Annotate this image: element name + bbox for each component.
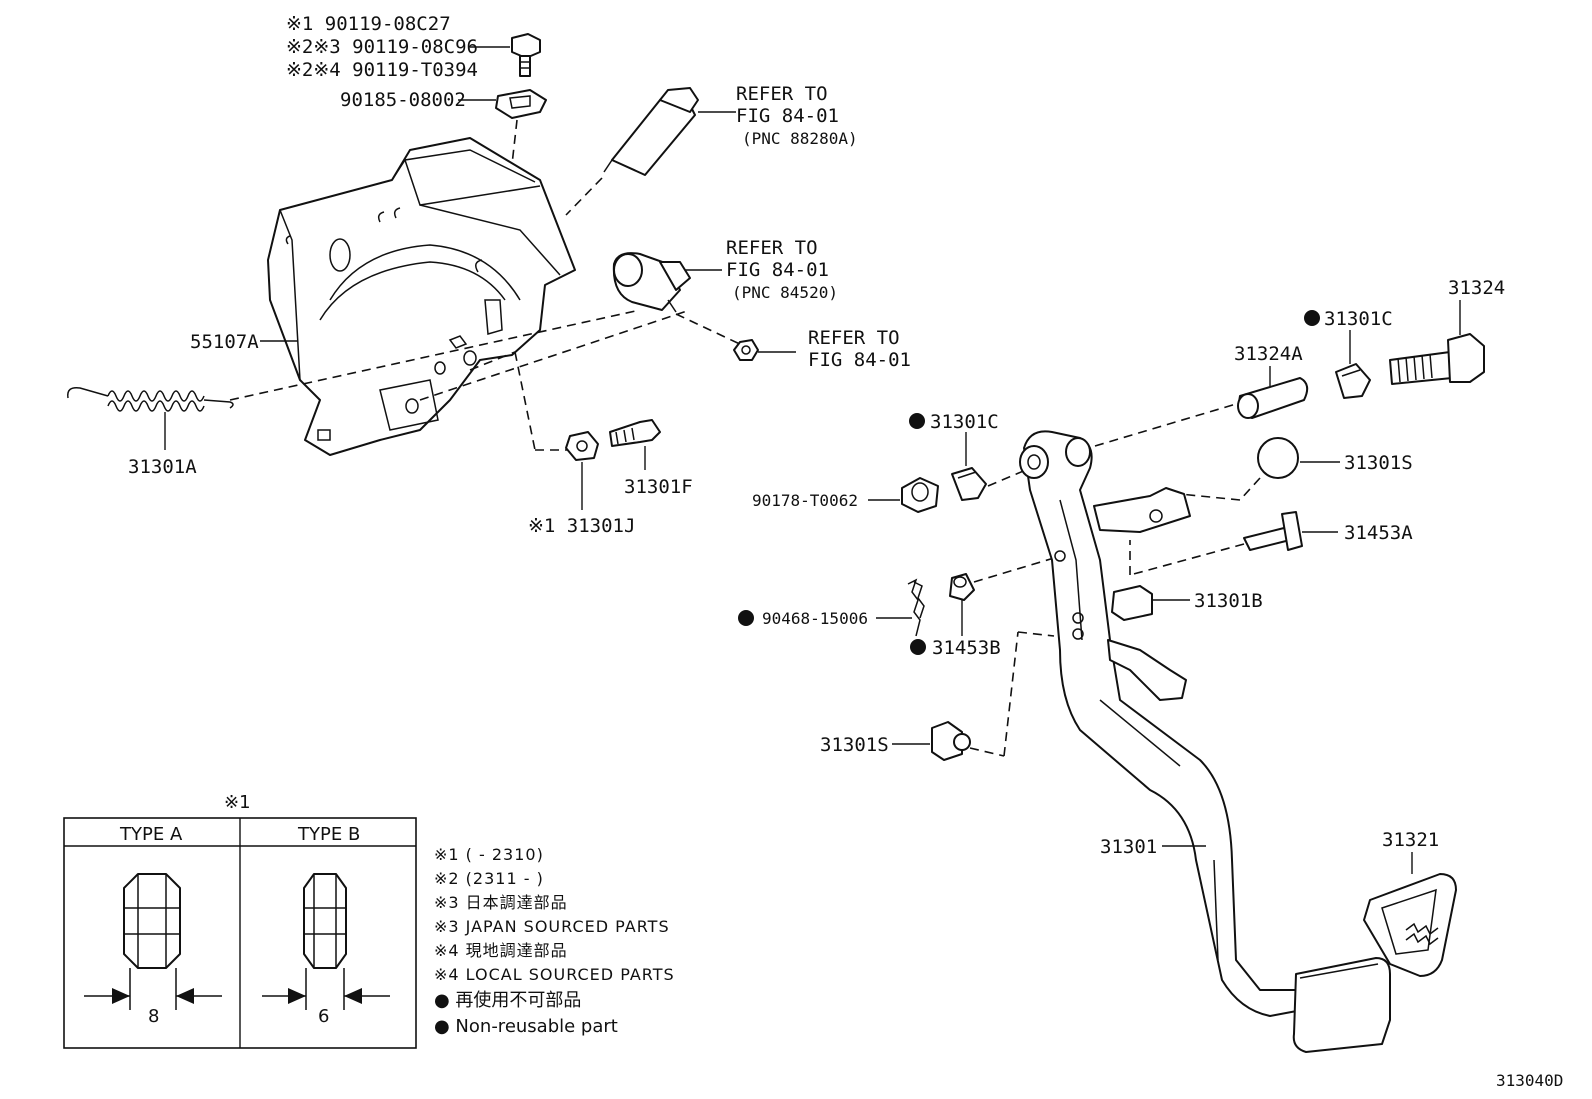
pin-31453a	[1243, 511, 1303, 551]
label-fig-3: FIG 84-01	[808, 349, 911, 371]
non-reusable-dot	[910, 639, 926, 655]
label-90119-08c27: ※1 90119-08C27	[286, 13, 451, 35]
label-31301f: 31301F	[624, 476, 693, 498]
label-31301c-mid: 31301C	[930, 411, 999, 433]
label-31301j: ※1 31301J	[528, 515, 635, 537]
type-a-header: TYPE A	[119, 824, 183, 845]
cushion-31301b	[1111, 585, 1153, 621]
nut-31301j	[565, 431, 599, 461]
label-55107a: 55107A	[190, 331, 259, 353]
cushion-31301s-top	[1257, 437, 1299, 479]
type-b-header: TYPE B	[297, 824, 360, 845]
pedal-switch	[612, 252, 691, 313]
nut-type-b-icon	[262, 873, 390, 1010]
non-reusable-dot	[1304, 310, 1320, 326]
note-2: ※2 (2311 - )	[434, 869, 544, 888]
return-spring-31301a	[67, 386, 234, 412]
note-4: ※3 JAPAN SOURCED PARTS	[434, 917, 670, 936]
note-7: ● 再使用不可部品	[434, 990, 581, 1011]
label-fig-2: FIG 84-01	[726, 259, 829, 281]
note-5: ※4 現地調達部品	[434, 941, 568, 960]
note-6: ※4 LOCAL SOURCED PARTS	[434, 965, 675, 984]
label-refer-1: REFER TO	[736, 83, 828, 105]
label-refer-2: REFER TO	[726, 237, 818, 259]
stop-lamp-switch	[603, 87, 699, 176]
note-3: ※3 日本調達部品	[434, 893, 568, 912]
pedal-bracket-55107a	[267, 137, 576, 456]
label-31301s-top: 31301S	[1344, 452, 1413, 474]
clip-90468	[907, 578, 925, 637]
label-31301a: 31301A	[128, 456, 197, 478]
clip-nut-90185	[495, 89, 547, 119]
note-1: ※1 ( - 2310)	[434, 845, 544, 864]
label-90468: 90468-15006	[762, 609, 868, 628]
label-fig-1: FIG 84-01	[736, 105, 839, 127]
bushing-31453b	[949, 573, 975, 601]
collar-31324a	[1237, 377, 1309, 419]
label-31324a: 31324A	[1234, 343, 1303, 365]
label-90119-t0394: ※2※4 90119-T0394	[286, 59, 478, 81]
label-refer-3: REFER TO	[808, 327, 900, 349]
nut-type-a-icon	[84, 873, 222, 1010]
bolt-90119	[511, 33, 541, 77]
label-31324: 31324	[1448, 277, 1505, 299]
label-31453b: 31453B	[932, 637, 1001, 659]
label-31301c-top: 31301C	[1324, 308, 1393, 330]
label-31301s-bot: 31301S	[820, 734, 889, 756]
label-31321: 31321	[1382, 829, 1439, 851]
label-31453a: 31453A	[1344, 522, 1413, 544]
non-reusable-dot	[738, 610, 754, 626]
dim-type-b: 6	[318, 1006, 329, 1027]
bushing-31301c-mid	[951, 467, 987, 501]
brake-pedal-arm-31301	[1019, 430, 1391, 1053]
notes-legend: ※1 ( - 2310) ※2 (2311 - ) ※3 日本調達部品 ※3 J…	[434, 845, 675, 1037]
label-31301: 31301	[1100, 836, 1157, 858]
bolt-31301f	[609, 419, 661, 447]
label-90119-08c96: ※2※3 90119-08C96	[286, 36, 478, 58]
figure-code: 313040D	[1496, 1071, 1563, 1090]
bushing-90178	[901, 477, 939, 513]
pedal-pad-31321	[1363, 873, 1457, 977]
note-8: ● Non-reusable part	[434, 1016, 618, 1037]
non-reusable-dot	[909, 413, 925, 429]
bushing-31301c-top	[1335, 363, 1371, 399]
label-31301b: 31301B	[1194, 590, 1263, 612]
label-90178: 90178-T0062	[752, 491, 858, 510]
label-pnc-2: (PNC 84520)	[732, 283, 838, 302]
table-mark: ※1	[224, 792, 251, 813]
nut-refer	[733, 339, 759, 361]
cushion-31301s-bottom	[931, 721, 971, 761]
nut-type-table: ※1 TYPE A TYPE B 8	[63, 792, 417, 1049]
bolt-31324	[1389, 333, 1485, 385]
label-90185-08002: 90185-08002	[340, 89, 466, 111]
label-pnc-1: (PNC 88280A)	[742, 129, 858, 148]
dim-type-a: 8	[148, 1006, 159, 1027]
